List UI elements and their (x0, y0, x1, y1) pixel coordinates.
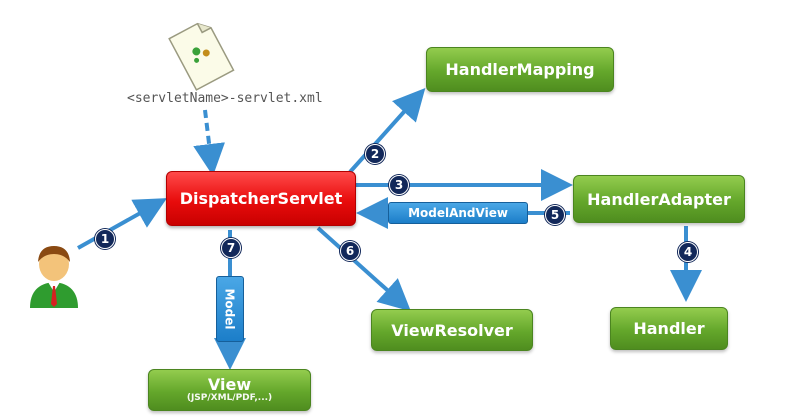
dispatcher-servlet-node: DispatcherServlet (166, 171, 356, 226)
model-and-view-label: ModelAndView (388, 202, 528, 224)
step-badge-7: 7 (221, 238, 241, 258)
user-icon (30, 246, 78, 308)
step-badge-4: 4 (678, 242, 698, 262)
handler-node: Handler (610, 307, 728, 350)
arrow-config (193, 109, 226, 176)
step-badge-5: 5 (545, 205, 565, 225)
step-badge-6: 6 (340, 241, 360, 261)
arrow-step-2 (348, 88, 426, 174)
step-badge-3: 3 (389, 175, 409, 195)
step-badge-2: 2 (365, 144, 385, 164)
view-resolver-node: ViewResolver (371, 309, 533, 351)
arrow-step-1 (77, 198, 167, 250)
view-node-title: View (207, 375, 252, 395)
step-badge-1: 1 (95, 229, 115, 249)
view-node-subtitle: (JSP/XML/PDF,...) (186, 392, 273, 403)
handler-mapping-node: HandlerMapping (426, 47, 614, 92)
document-icon (168, 22, 235, 91)
arrow-step-6 (316, 226, 411, 312)
config-file-caption: <servletName>-servlet.xml (127, 91, 323, 106)
model-label: Model (216, 276, 244, 342)
handler-adapter-node: HandlerAdapter (573, 175, 745, 223)
view-node: View (JSP/XML/PDF,...) (148, 369, 311, 411)
model-label-text: Model (223, 288, 237, 330)
